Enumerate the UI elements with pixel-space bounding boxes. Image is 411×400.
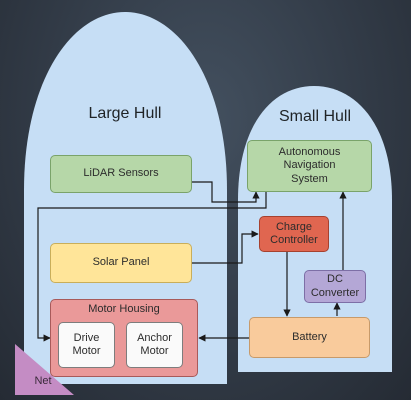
solar-to-charge-controller-line [192,230,259,264]
lidar-to-navigation-line [192,181,260,203]
small-hull-title: Small Hull [278,108,351,125]
net-label: Net [34,375,52,387]
navigation-to-motor-housing-line [37,192,267,342]
battery-label: Battery [292,330,327,343]
lidar-sensors-box: LiDAR Sensors [50,155,192,193]
drive-motor-box: Drive Motor [58,322,115,368]
charge-controller-label: Charge Controller [270,220,318,246]
motor-housing-label: Motor Housing [88,303,160,315]
large-hull-shape [24,12,227,384]
drive-motor-label: Drive Motor [72,331,101,357]
dc-converter-label: DC Converter [310,273,360,299]
net-shape [15,344,74,395]
lidar-sensors-label: LiDAR Sensors [83,167,159,180]
solar-panel-label: Solar Panel [92,256,150,269]
anchor-motor-label: Anchor Motor [137,331,172,357]
dc-converter-box: DC Converter [304,270,366,303]
autonomous-navigation-label: Autonomous Navigation System [278,146,341,185]
solar-panel-box: Solar Panel [50,243,192,283]
large-hull-title: Large Hull [88,105,162,122]
anchor-motor-box: Anchor Motor [126,322,183,368]
autonomous-navigation-box: Autonomous Navigation System [247,140,372,192]
charge-controller-box: Charge Controller [259,216,329,252]
battery-box: Battery [249,317,370,358]
